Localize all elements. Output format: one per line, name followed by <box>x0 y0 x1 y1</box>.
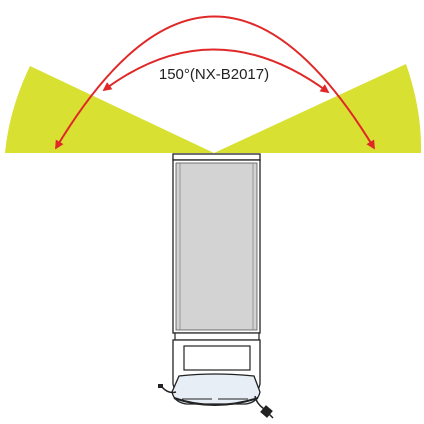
left-cable <box>161 386 177 394</box>
inner-angle-arc <box>102 48 330 94</box>
stand-window <box>183 345 251 371</box>
device-base <box>174 332 260 341</box>
left-connector <box>158 384 163 388</box>
device-panel <box>175 162 258 331</box>
right-connector-pin <box>267 412 274 419</box>
outer-angle-arc <box>55 15 375 150</box>
angle-label: 150°(NX-B2017) <box>159 66 269 83</box>
right-detection-field <box>214 64 422 153</box>
device-top-bar <box>172 153 261 161</box>
tray-front <box>173 397 259 406</box>
left-detection-field <box>5 66 214 153</box>
right-cable <box>254 395 265 410</box>
